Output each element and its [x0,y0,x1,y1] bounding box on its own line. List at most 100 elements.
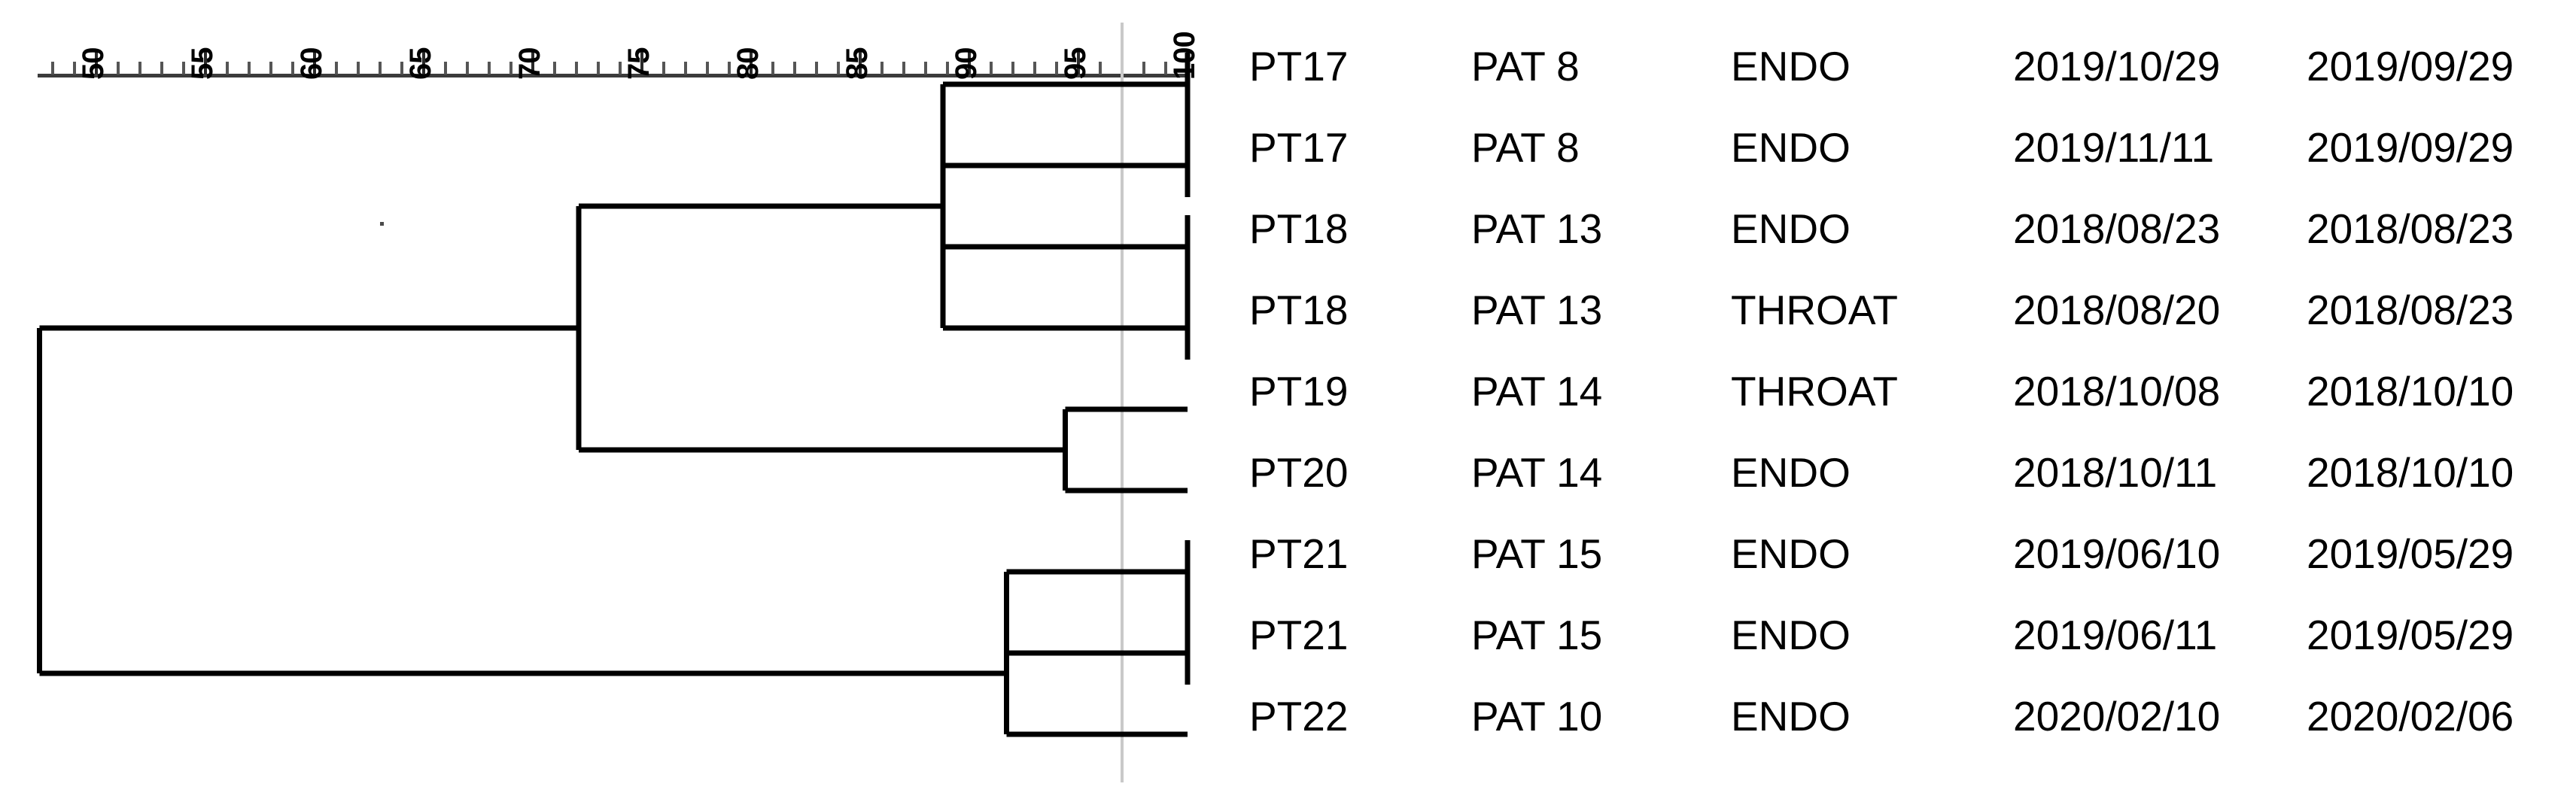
axis-tick-minor [269,62,272,74]
axis-tick-major [313,52,316,74]
axis-tick-minor [117,62,120,74]
axis-tick-minor [466,62,469,74]
cell-source: ENDO [1731,43,1851,90]
axis-tick-minor [793,62,796,74]
axis-tick-minor [946,62,949,74]
cell-patient: PAT 15 [1471,530,1603,577]
cell-source: THROAT [1731,368,1899,415]
dendrogram-tree [37,53,1191,737]
cell-source: THROAT [1731,287,1899,333]
cell-source: ENDO [1731,693,1851,740]
cell-date-reference: 2019/09/29 [2307,43,2514,90]
table-row: PT20 PAT 14 ENDO 2018/10/11 2018/10/10 [1249,432,2576,513]
cell-patient: PAT 8 [1471,124,1580,171]
cell-source: ENDO [1731,449,1851,496]
cell-date-reference: 2019/05/29 [2307,612,2514,658]
cell-date-reference: 2018/08/23 [2307,205,2514,252]
cell-date-reference: 2018/10/10 [2307,368,2514,415]
cell-strain: PT18 [1249,205,1349,252]
cell-date-reference: 2020/02/06 [2307,693,2514,740]
table-row: PT17 PAT 8 ENDO 2019/11/11 2019/09/29 [1249,107,2576,188]
axis-tick-major [859,52,862,74]
cell-date-collected: 2019/06/10 [2013,530,2221,577]
axis-tick-major [95,52,98,74]
cell-strain: PT17 [1249,124,1349,171]
axis-tick-major [531,52,534,74]
cell-date-reference: 2018/08/23 [2307,287,2514,333]
axis-tick-minor [357,62,360,74]
cell-source: ENDO [1731,124,1851,171]
cell-patient: PAT 14 [1471,449,1603,496]
threshold-line [1121,23,1124,782]
axis-tick-minor [553,62,556,74]
axis-tick-major [204,52,207,74]
cell-patient: PAT 15 [1471,612,1603,658]
axis-tick-major [750,52,753,74]
axis-tick-minor [248,62,251,74]
axis-tick-minor [1055,62,1058,74]
axis-tick-minor [335,62,338,74]
axis-tick-minor [880,62,884,74]
cell-source: ENDO [1731,612,1851,658]
axis-tick-minor [509,62,512,74]
axis-tick-minor [684,62,687,74]
cell-date-collected: 2020/02/10 [2013,693,2221,740]
cell-date-collected: 2019/10/29 [2013,43,2221,90]
axis-tick-minor [771,62,774,74]
axis-tick-minor [837,62,840,74]
cell-date-collected: 2018/08/20 [2013,287,2221,333]
axis-tick-minor [73,62,76,74]
axis-tick-minor [597,62,600,74]
cell-strain: PT22 [1249,693,1349,740]
axis-tick-minor [1142,62,1145,74]
cell-strain: PT17 [1249,43,1349,90]
axis-tick-minor [1164,62,1167,74]
axis-tick-minor [815,62,818,74]
table-row: PT17 PAT 8 ENDO 2019/10/29 2019/09/29 [1249,26,2576,107]
cell-strain: PT21 [1249,612,1349,658]
table-row: PT18 PAT 13 THROAT 2018/08/20 2018/08/23 [1249,269,2576,351]
axis-tick-minor [488,62,491,74]
cell-date-collected: 2018/10/11 [2013,449,2218,496]
cell-date-reference: 2018/10/10 [2307,449,2514,496]
axis-tick-minor [924,62,927,74]
cell-source: ENDO [1731,205,1851,252]
cell-patient: PAT 8 [1471,43,1580,90]
axis-tick-minor [706,62,709,74]
axis-tick-minor [990,62,993,74]
axis-tick-minor [575,62,578,74]
cell-strain: PT20 [1249,449,1349,496]
axis-tick-minor [226,62,229,74]
axis-tick-minor [619,62,622,74]
axis-tick-minor [291,62,294,74]
axis-tick-major [640,52,643,74]
cell-patient: PAT 10 [1471,693,1603,740]
cell-date-reference: 2019/09/29 [2307,124,2514,171]
axis-tick-minor [379,62,382,74]
cell-date-collected: 2019/11/11 [2013,124,2215,171]
cell-strain: PT19 [1249,368,1349,415]
axis-tick-minor [444,62,447,74]
axis-tick-minor [51,62,54,74]
cell-patient: PAT 13 [1471,287,1603,333]
axis-tick-major [968,52,971,74]
axis-tick-minor [902,62,905,74]
artifact-speck [380,222,384,226]
cell-date-collected: 2018/10/08 [2013,368,2221,415]
cell-source: ENDO [1731,530,1851,577]
axis-baseline [38,74,1189,77]
table-row: PT22 PAT 10 ENDO 2020/02/10 2020/02/06 [1249,676,2576,757]
axis-tick-minor [400,62,403,74]
axis-tick-major [422,52,425,74]
cell-strain: PT18 [1249,287,1349,333]
axis-tick-minor [1099,62,1102,74]
axis-tick-minor [1011,62,1014,74]
cell-patient: PAT 13 [1471,205,1603,252]
